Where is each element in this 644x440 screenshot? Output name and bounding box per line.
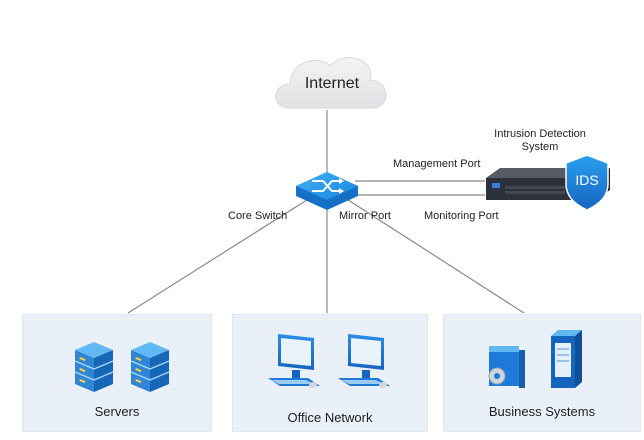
ids-badge: IDS <box>575 172 599 188</box>
office-network-label: Office Network <box>287 410 373 425</box>
link-lines <box>127 110 525 314</box>
mirror-port-label: Mirror Port <box>339 210 391 222</box>
business-link <box>344 197 525 314</box>
ids-title-line1: Intrusion Detection <box>494 128 586 140</box>
business-tower-icon <box>551 330 582 388</box>
ids-shield-icon <box>565 154 609 211</box>
core-switch-icon <box>296 172 358 210</box>
ids-title: Intrusion Detection System <box>480 128 600 153</box>
cloud-icon <box>275 57 387 109</box>
management-port-label: Management Port <box>393 158 481 170</box>
workstation-icon-2 <box>338 334 390 388</box>
server-rack-icon-1 <box>74 342 114 392</box>
business-server-box-icon <box>488 346 525 388</box>
servers-link <box>127 197 311 314</box>
internet-label: Internet <box>304 75 360 92</box>
ids-title-line2: System <box>521 140 559 153</box>
core-switch-label: Core Switch <box>228 210 288 222</box>
monitoring-port-label: Monitoring Port <box>424 210 499 222</box>
office-network-panel: Office Network <box>232 314 428 432</box>
servers-panel: Servers <box>22 314 212 432</box>
server-rack-icon-2 <box>130 342 170 392</box>
workstation-icon-1 <box>268 334 320 388</box>
servers-label: Servers <box>94 404 140 419</box>
business-systems-label: Business Systems <box>488 404 596 419</box>
business-systems-panel: Business Systems <box>443 314 641 432</box>
